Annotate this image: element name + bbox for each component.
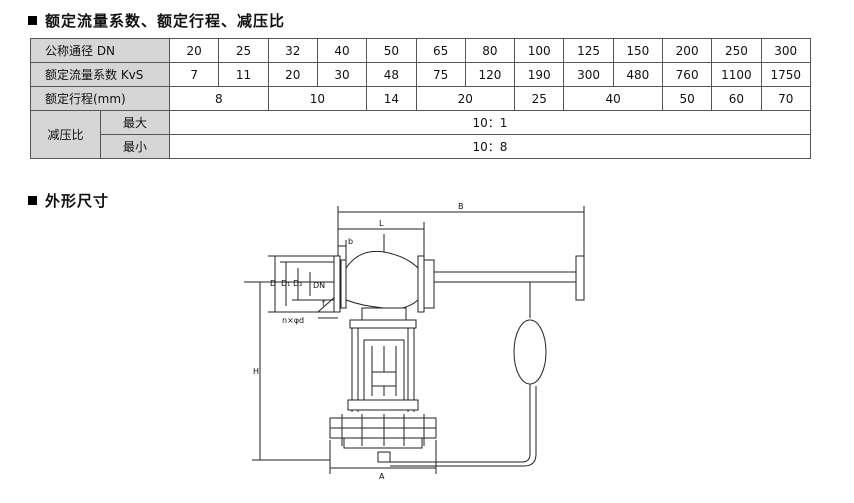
table-cell: 75 <box>415 62 466 87</box>
table-row-dn: 公称通径 DN 20 25 32 40 50 65 80 100 125 150… <box>29 38 811 63</box>
table-row-stroke: 额定行程(mm) 8 10 14 20 25 40 50 60 70 <box>29 86 811 111</box>
table-cell: 190 <box>514 62 565 87</box>
section-title-dimensions: 外形尺寸 <box>28 190 109 211</box>
table-cell: 200 <box>661 38 713 63</box>
row-label-stroke: 额定行程(mm) <box>29 86 171 111</box>
table-cell: 10：8 <box>169 134 811 159</box>
table-cell: 20 <box>169 38 220 63</box>
left-flange <box>333 255 341 313</box>
leader-line <box>317 295 337 313</box>
right-flange <box>417 255 425 313</box>
row-label-ratio-max: 最大 <box>99 110 171 135</box>
table-row-ratio-max: 减压比 最大 10：1 <box>30 110 811 159</box>
impulse-pipe-outer-return <box>390 453 537 467</box>
outlet-flange <box>575 255 585 301</box>
table-cell: 32 <box>267 38 318 63</box>
signal-port <box>377 451 391 463</box>
condensing-pot <box>513 319 547 385</box>
table-cell: 760 <box>661 62 713 87</box>
dim-label-b-total: B <box>458 202 464 211</box>
table-cell: 65 <box>415 38 466 63</box>
dim-label-d2: D₂ <box>293 279 302 288</box>
table-cell: 100 <box>514 38 565 63</box>
table-cell: 70 <box>760 86 811 111</box>
row-label-kvs: 额定流量系数 KvS <box>29 62 171 87</box>
square-bullet-icon <box>28 16 37 25</box>
table-cell: 20 <box>415 86 516 111</box>
table-cell: 120 <box>464 62 516 87</box>
table-cell: 7 <box>169 62 220 87</box>
row-label-ratio: 减压比 <box>30 110 101 159</box>
table-row-kvs: 额定流量系数 KvS 7 11 20 30 48 75 120 190 300 … <box>29 62 811 87</box>
dim-label-d: D <box>270 279 276 288</box>
table-cell: 10 <box>267 86 368 111</box>
dim-label-l: L <box>379 219 384 228</box>
actuator-lower <box>343 437 423 449</box>
dim-label-d1: D₁ <box>281 279 290 288</box>
valve-body <box>345 250 419 310</box>
square-bullet-icon <box>28 196 37 205</box>
yoke-top <box>349 319 417 329</box>
dim-label-f: f <box>322 299 325 308</box>
dim-label-b: b <box>348 237 353 246</box>
row-label-ratio-min: 最小 <box>99 134 171 159</box>
impulse-pipe-return <box>390 453 531 463</box>
table-cell: 10：1 <box>169 110 811 135</box>
row-label-dn: 公称通径 DN <box>29 38 171 63</box>
table-cell: 48 <box>366 62 417 87</box>
table-cell: 30 <box>316 62 368 87</box>
dim-label-a: A <box>379 472 385 481</box>
table-cell: 40 <box>316 38 368 63</box>
spec-table: 公称通径 DN 20 25 32 40 50 65 80 100 125 150… <box>29 38 811 159</box>
table-cell: 150 <box>612 38 663 63</box>
table-cell: 1750 <box>760 62 811 87</box>
table-row-ratio-min: 最小 10：8 <box>31 134 811 159</box>
dim-label-nxd: n×φd <box>282 316 304 325</box>
dim-label-h: H <box>253 367 259 376</box>
table-cell: 300 <box>563 62 614 87</box>
section-title-text: 外形尺寸 <box>45 192 110 210</box>
yoke-bottom <box>347 399 419 411</box>
table-cell: 50 <box>366 38 417 63</box>
spring-seat <box>371 371 397 387</box>
left-flange-inner <box>340 259 347 309</box>
section-title-flow: 额定流量系数、额定行程、减压比 <box>28 10 285 31</box>
bonnet <box>361 307 407 321</box>
table-cell: 25 <box>514 86 565 111</box>
table-cell: 50 <box>661 86 713 111</box>
dim-label-dn: DN <box>313 281 325 290</box>
section-title-text: 额定流量系数、额定行程、减压比 <box>45 12 286 30</box>
right-flange-outer <box>423 259 435 309</box>
